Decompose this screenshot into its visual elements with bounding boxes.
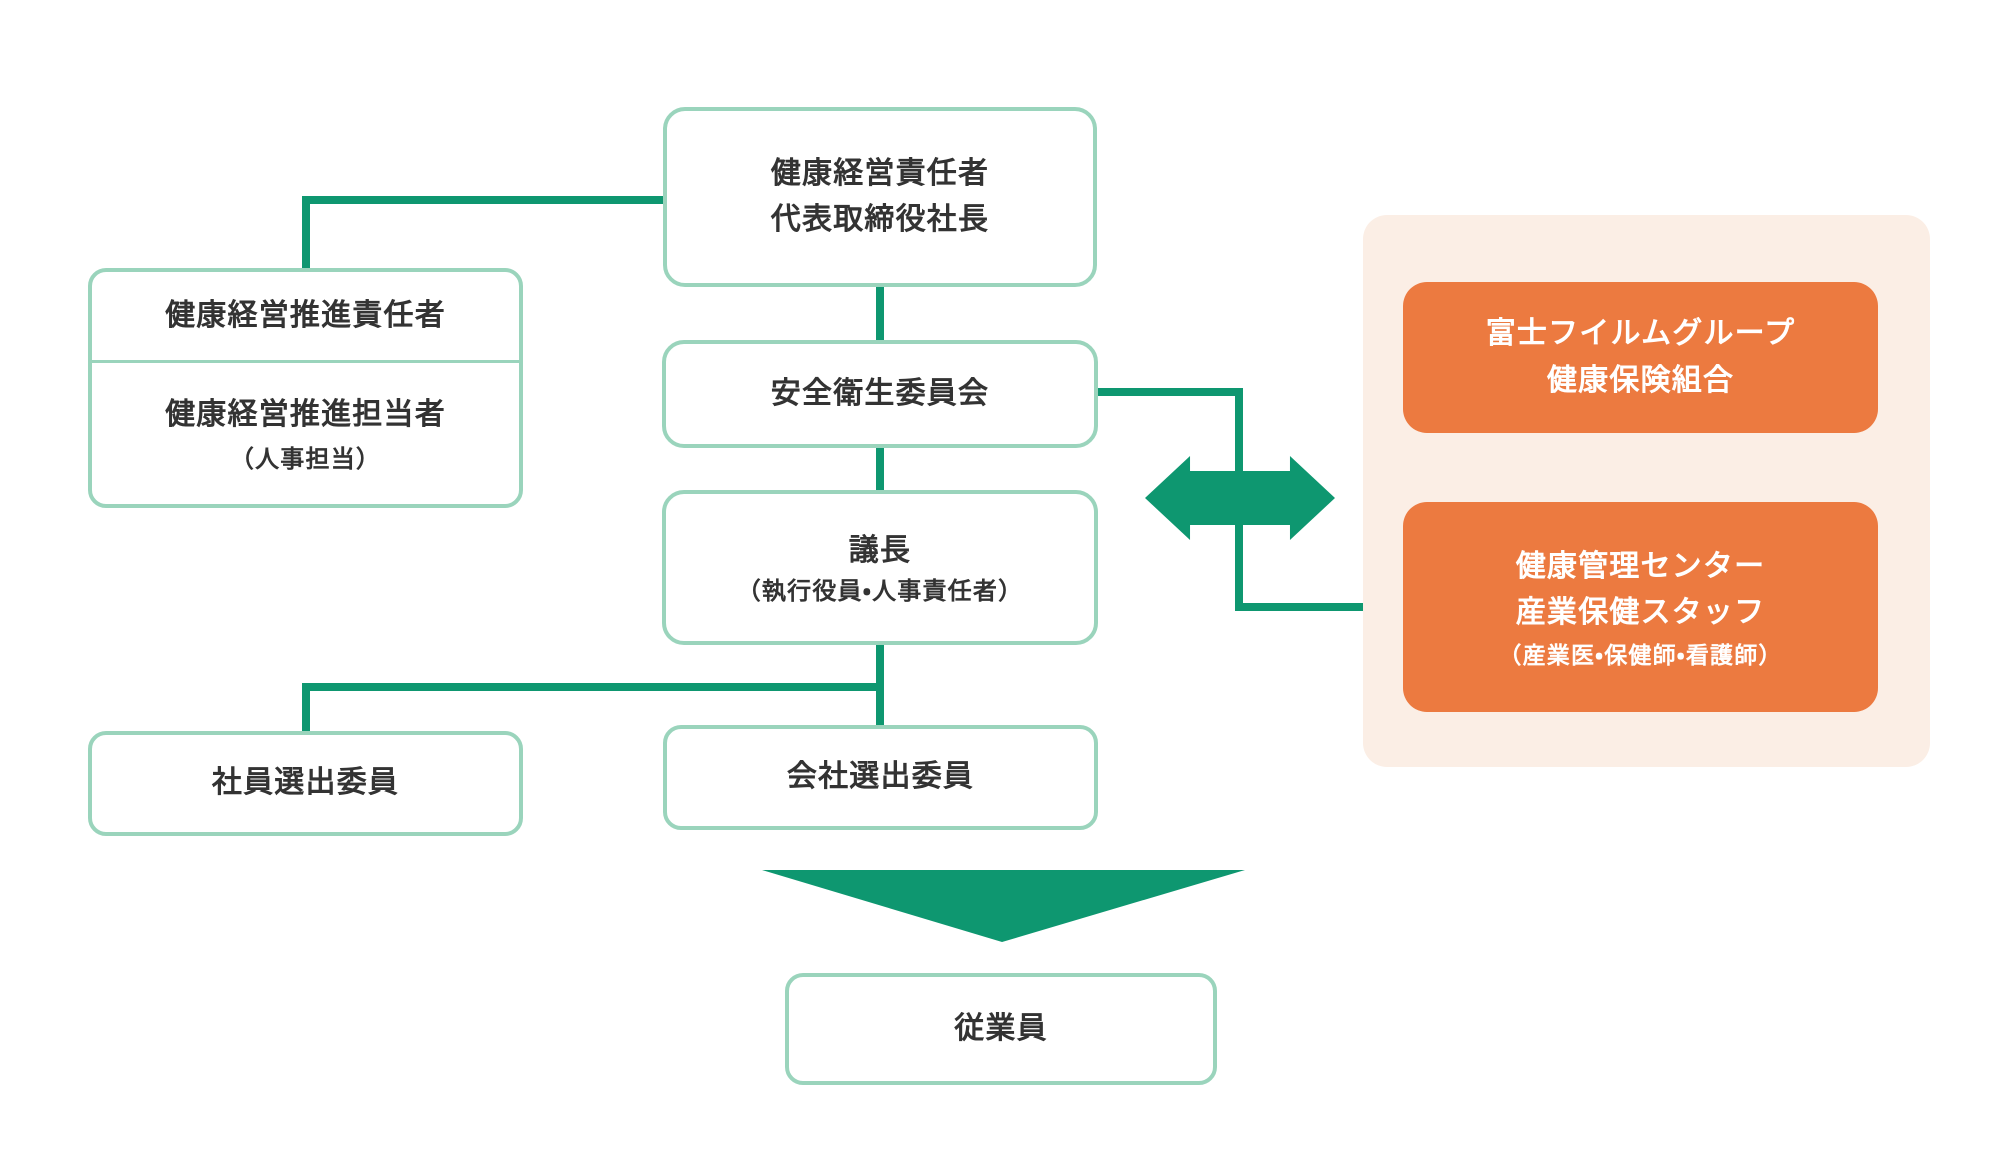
company-elected-box: 会社選出委員 (663, 725, 1098, 830)
employee-elected-label: 社員選出委員 (211, 766, 400, 800)
chairperson-note: （執行役員・人事責任者） (736, 578, 1024, 606)
chairperson-title: 議長 (848, 533, 912, 567)
health-center-line3: （産業医・保健師・看護師） (1498, 641, 1783, 668)
safety-committee-label: 安全衛生委員会 (770, 376, 990, 410)
top-officer-box: 健康経営責任者 代表取締役社長 (663, 107, 1097, 287)
top-officer-line2: 代表取締役社長 (770, 203, 990, 236)
promotion-staff-note: （人事担当） (229, 446, 382, 474)
health-center-line2: 産業保健スタッフ (1515, 596, 1766, 630)
connector-top-to-left-horizontal (302, 196, 667, 204)
connector-top-to-left-vertical (302, 196, 310, 272)
employee-elected-box: 社員選出委員 (88, 731, 523, 836)
promotion-staff-cell: 健康経営推進担当者 （人事担当） (92, 360, 519, 504)
connector-branch-horizontal (302, 683, 884, 691)
insurance-union-line1: 富士フイルムグループ (1485, 317, 1796, 350)
connector-top-to-safety (876, 285, 884, 343)
health-center-line1: 健康管理センター (1515, 549, 1766, 583)
promotion-leader-label: 健康経営推進責任者 (165, 298, 446, 332)
insurance-union-box: 富士フイルムグループ 健康保険組合 (1403, 282, 1878, 433)
connector-branch-to-employee-elected (302, 683, 310, 734)
insurance-union-line2: 健康保険組合 (1546, 363, 1735, 397)
safety-committee-box: 安全衛生委員会 (662, 340, 1098, 448)
promotion-staff-label: 健康経営推進担当者 (165, 397, 446, 431)
promotion-box: 健康経営推進責任者 健康経営推進担当者 （人事担当） (88, 268, 523, 508)
promotion-leader-cell: 健康経営推進責任者 (92, 272, 519, 360)
chairperson-box: 議長 （執行役員・人事責任者） (662, 490, 1098, 645)
external-partners-panel: 富士フイルムグループ 健康保険組合 健康管理センター 産業保健スタッフ （産業医… (1363, 215, 1930, 767)
company-elected-label: 会社選出委員 (786, 760, 975, 794)
connector-to-health-center (1235, 603, 1407, 611)
employees-label: 従業員 (954, 1011, 1048, 1045)
employees-box: 従業員 (785, 973, 1217, 1085)
connector-safety-to-chair (876, 446, 884, 493)
connector-safety-to-right-horizontal (1094, 388, 1243, 396)
down-triangle-icon (762, 870, 1245, 942)
top-officer-line1: 健康経営責任者 (770, 156, 990, 190)
health-center-box: 健康管理センター 産業保健スタッフ （産業医・保健師・看護師） (1403, 502, 1878, 712)
